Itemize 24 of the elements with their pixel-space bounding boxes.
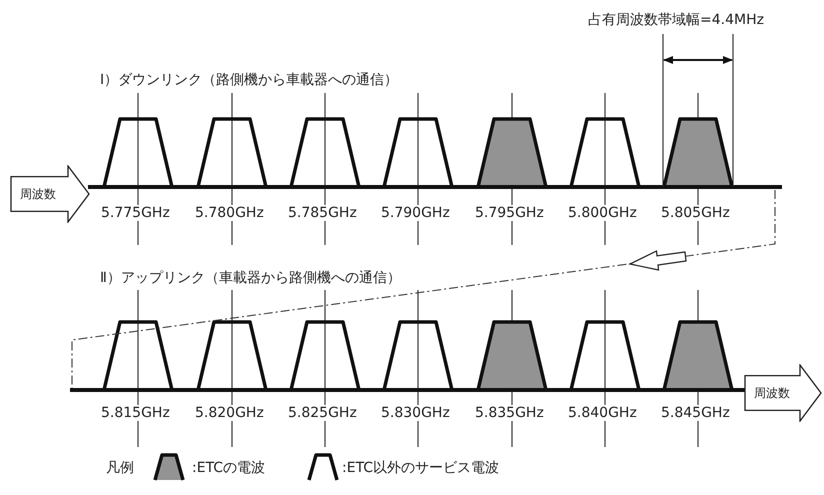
legend-label: :ETC以外のサービス電波 (342, 460, 500, 476)
frequency-label: 5.830GHz (380, 405, 451, 421)
frequency-label: 5.780GHz (194, 205, 265, 221)
frequency-label: 5.800GHz (567, 205, 638, 221)
dimension-label: 占有周波数帯域幅=4.4MHz (588, 12, 764, 28)
section-heading: Ⅱ）アップリンク（車載器から路側機への通信） (100, 270, 401, 286)
frequency-label: 5.840GHz (567, 405, 638, 421)
frequency-label: 5.790GHz (380, 205, 451, 221)
legend-title: 凡例 (106, 460, 134, 476)
block-arrow (744, 364, 822, 422)
frequency-label: 5.845GHz (660, 405, 731, 421)
block-arrow (10, 165, 90, 223)
section-heading: Ⅰ）ダウンリンク（路側機から車載器への通信） (100, 72, 398, 88)
frequency-label: 5.825GHz (287, 405, 358, 421)
legend-label: :ETCの電波 (192, 460, 266, 476)
frequency-label: 5.815GHz (100, 405, 171, 421)
frequency-label: 5.795GHz (474, 205, 545, 221)
frequency-label: 5.775GHz (100, 205, 171, 221)
frequency-label: 5.785GHz (287, 205, 358, 221)
frequency-label: 5.805GHz (660, 205, 731, 221)
frequency-label: 5.820GHz (194, 405, 265, 421)
frequency-label: 5.835GHz (474, 405, 545, 421)
arrow-label: 周波数 (754, 386, 790, 400)
arrow-label: 周波数 (20, 187, 56, 201)
